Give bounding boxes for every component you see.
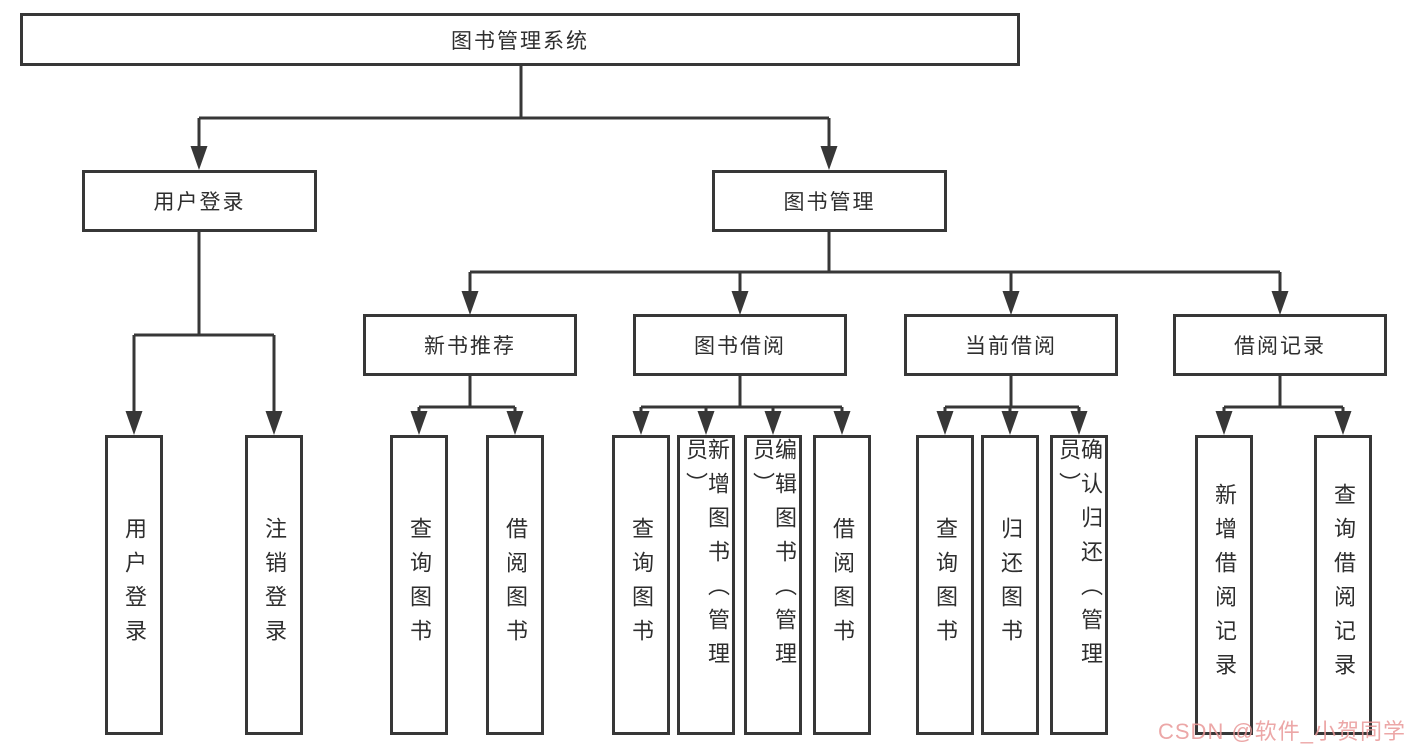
node-leaf-query-borrow-record-label: 查询借阅记录	[1331, 483, 1356, 687]
watermark: CSDN @软件_小贺同学	[1158, 719, 1405, 744]
node-leaf-query-books-2: 查询图书	[612, 435, 670, 735]
node-leaf-user-login-label: 用户登录	[122, 517, 147, 653]
node-root-label: 图书管理系统	[451, 29, 589, 53]
node-leaf-user-login: 用户登录	[105, 435, 163, 735]
node-leaf-query-books-2-label: 查询图书	[629, 517, 654, 653]
node-user-login-label: 用户登录	[153, 191, 246, 214]
node-current-borrowing-label: 当前借阅	[965, 335, 1057, 358]
node-book-borrowing-label: 图书借阅	[694, 335, 786, 358]
node-book-borrowing: 图书借阅	[633, 314, 847, 376]
node-user-login: 用户登录	[82, 170, 317, 232]
node-leaf-logout-label: 注销登录	[262, 517, 287, 653]
node-leaf-confirm-return-admin: 确认归还（管理员）	[1050, 435, 1108, 735]
node-new-book-recommend-label: 新书推荐	[424, 335, 516, 358]
node-leaf-query-borrow-record: 查询借阅记录	[1314, 435, 1372, 735]
node-leaf-borrow-books-1: 借阅图书	[486, 435, 544, 735]
node-leaf-query-books-3-label: 查询图书	[933, 517, 958, 653]
node-leaf-edit-book-admin: 编辑图书（管理员）	[744, 435, 802, 735]
node-leaf-query-books-3: 查询图书	[916, 435, 974, 735]
node-leaf-confirm-return-admin-label: 确认归还（管理员）	[1056, 438, 1103, 676]
node-leaf-borrow-books-1-label: 借阅图书	[503, 517, 528, 653]
node-leaf-query-books-1: 查询图书	[390, 435, 448, 735]
node-book-management: 图书管理	[712, 170, 947, 232]
node-leaf-logout: 注销登录	[245, 435, 303, 735]
node-new-book-recommend: 新书推荐	[363, 314, 577, 376]
node-leaf-add-borrow-record: 新增借阅记录	[1195, 435, 1253, 735]
node-leaf-add-book-admin-label: 新增图书（管理员）	[683, 438, 730, 676]
node-leaf-borrow-books-2-label: 借阅图书	[830, 517, 855, 653]
node-leaf-return-books-label: 归还图书	[998, 517, 1023, 653]
node-leaf-add-borrow-record-label: 新增借阅记录	[1212, 483, 1237, 687]
node-leaf-edit-book-admin-label: 编辑图书（管理员）	[750, 438, 797, 676]
node-borrowing-records: 借阅记录	[1173, 314, 1387, 376]
node-borrowing-records-label: 借阅记录	[1234, 335, 1326, 358]
node-leaf-query-books-1-label: 查询图书	[407, 517, 432, 653]
node-current-borrowing: 当前借阅	[904, 314, 1118, 376]
node-root: 图书管理系统	[20, 13, 1020, 66]
node-leaf-borrow-books-2: 借阅图书	[813, 435, 871, 735]
node-leaf-add-book-admin: 新增图书（管理员）	[677, 435, 735, 735]
node-book-management-label: 图书管理	[783, 191, 876, 214]
node-leaf-return-books: 归还图书	[981, 435, 1039, 735]
